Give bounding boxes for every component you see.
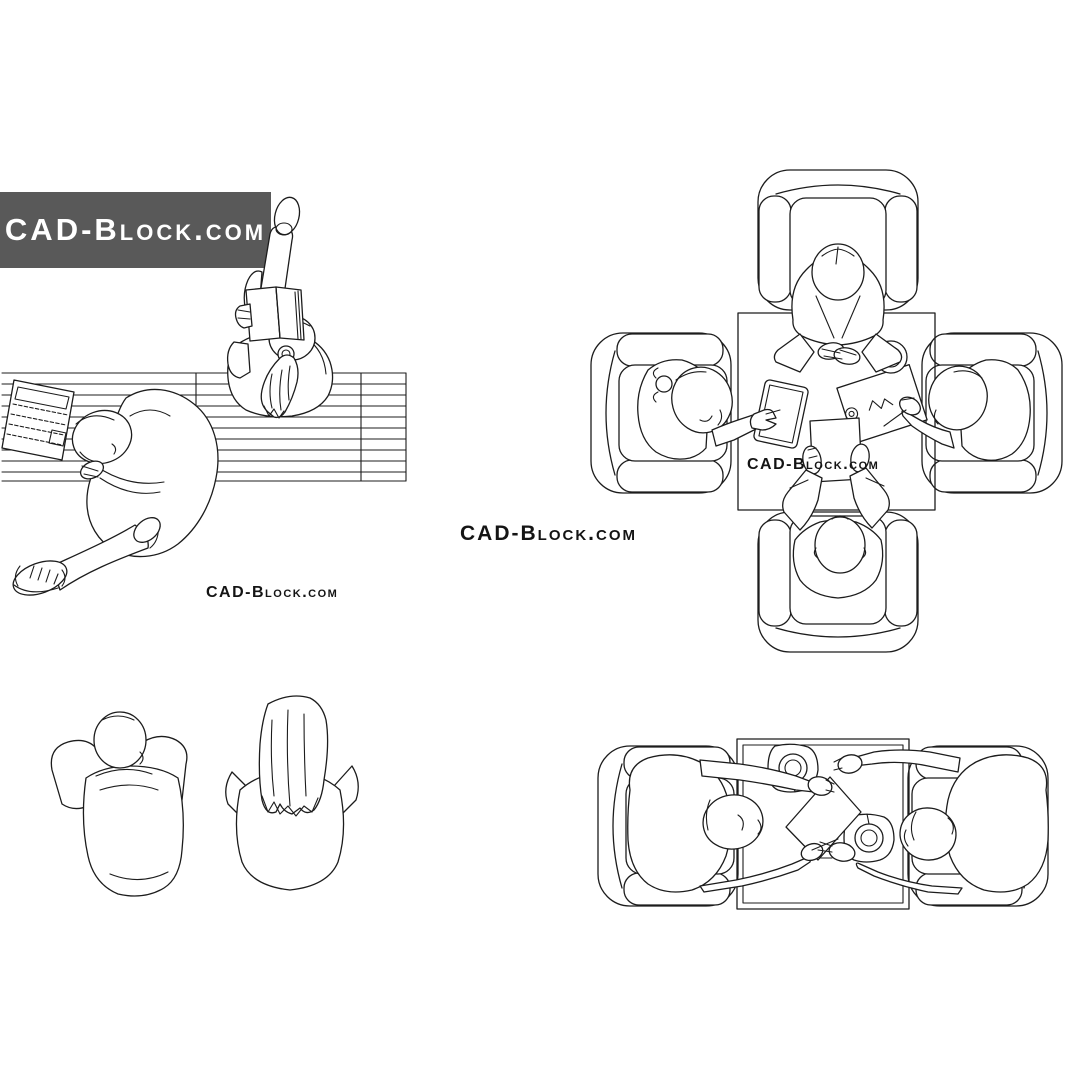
armchair-bottom (757, 511, 919, 653)
book (245, 286, 305, 342)
sneaker (12, 560, 68, 596)
person-laptop (12, 388, 219, 596)
shoe (273, 196, 301, 236)
brand-banner: CAD-Block.com (0, 192, 271, 268)
person-left (637, 359, 781, 460)
seated-woman (225, 695, 359, 891)
tablet (753, 379, 809, 449)
square-table (737, 312, 936, 511)
clipboard (836, 364, 928, 444)
armchair-right (921, 332, 1063, 494)
cup (874, 340, 908, 374)
person-left (627, 754, 839, 893)
person-top (773, 243, 903, 373)
document (785, 776, 862, 861)
rect-table (736, 738, 910, 910)
meeting-table-group (590, 169, 1063, 653)
armchair-top (757, 169, 919, 311)
armchair-left (590, 332, 732, 494)
person-right (817, 749, 1049, 895)
armchair-left (597, 745, 739, 907)
seated-pair-group (50, 695, 359, 897)
watermark-bench: CAD-Block.com (206, 584, 339, 601)
person-right (883, 359, 1031, 461)
laptop (1, 379, 75, 461)
watermark-center: CAD-Block.com (460, 522, 637, 545)
coffee-table-group (597, 738, 1049, 910)
cup-top (767, 743, 819, 793)
cup-bottom (843, 813, 895, 863)
brand-banner-label: CAD-Block.com (4, 212, 267, 247)
armchair-right (907, 745, 1049, 907)
watermark-meeting-table: CAD-Block.com (747, 456, 880, 473)
seated-man (50, 711, 188, 897)
bench (1, 372, 407, 482)
